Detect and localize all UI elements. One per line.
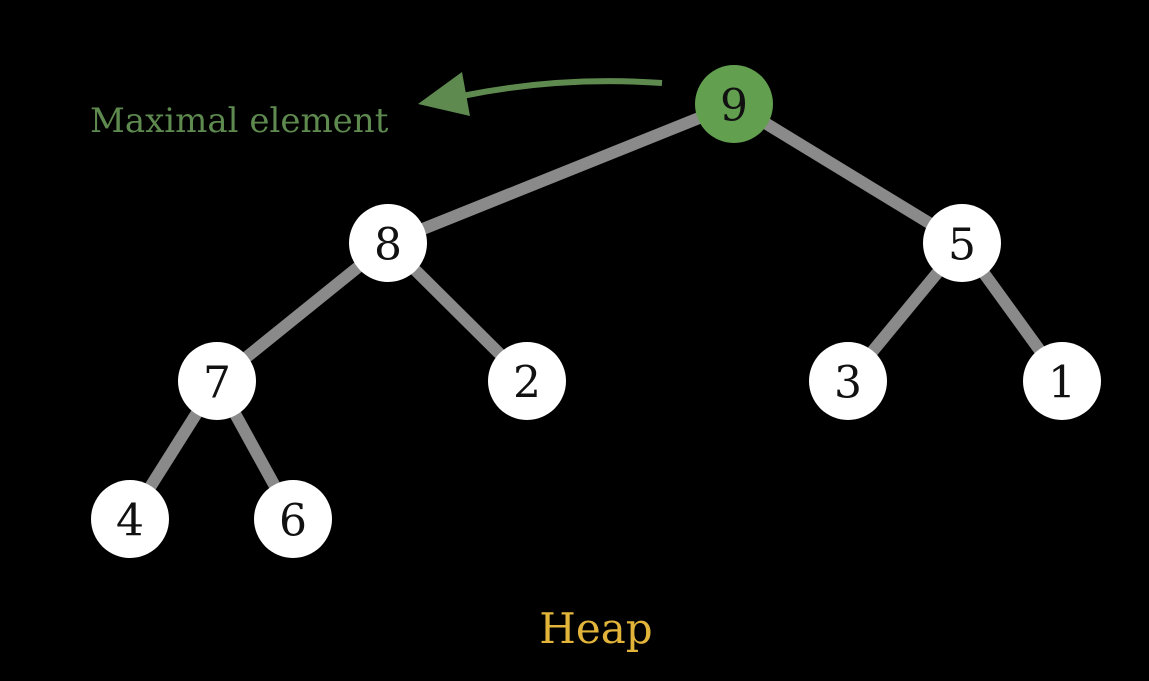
maximal-element-arrow xyxy=(418,72,663,116)
node-6: 6 xyxy=(254,480,332,558)
arrow-head xyxy=(418,72,470,116)
maximal-element-label: Maximal element xyxy=(90,101,389,141)
node-circle xyxy=(254,480,332,558)
node-label: 8 xyxy=(374,220,402,271)
node-circle xyxy=(178,342,256,420)
node-4: 4 xyxy=(91,480,169,558)
node-circle xyxy=(488,342,566,420)
node-1: 1 xyxy=(1023,342,1101,420)
node-7: 7 xyxy=(178,342,256,420)
arrow-shaft xyxy=(461,78,663,99)
node-circle xyxy=(695,65,773,143)
node-5: 5 xyxy=(923,204,1001,282)
edge-n9-n8 xyxy=(385,98,737,249)
heap-caption: Heap xyxy=(539,604,652,653)
node-label: 1 xyxy=(1048,358,1076,409)
node-label: 6 xyxy=(279,496,307,547)
node-2: 2 xyxy=(488,342,566,420)
tree-nodes: 9 8 5 7 2 3 1 4 6 xyxy=(91,65,1101,558)
node-circle xyxy=(91,480,169,558)
tree-edges xyxy=(124,98,1067,523)
node-label: 5 xyxy=(948,220,976,271)
edge-n9-n5 xyxy=(730,98,966,249)
node-8: 8 xyxy=(349,204,427,282)
node-circle xyxy=(1023,342,1101,420)
node-label: 3 xyxy=(834,358,862,409)
node-circle xyxy=(349,204,427,282)
node-3: 3 xyxy=(809,342,887,420)
node-circle xyxy=(923,204,1001,282)
node-label: 7 xyxy=(203,358,231,409)
node-label: 9 xyxy=(720,81,748,132)
node-circle xyxy=(809,342,887,420)
node-label: 4 xyxy=(116,496,144,547)
node-9: 9 xyxy=(695,65,773,143)
node-label: 2 xyxy=(513,358,541,409)
